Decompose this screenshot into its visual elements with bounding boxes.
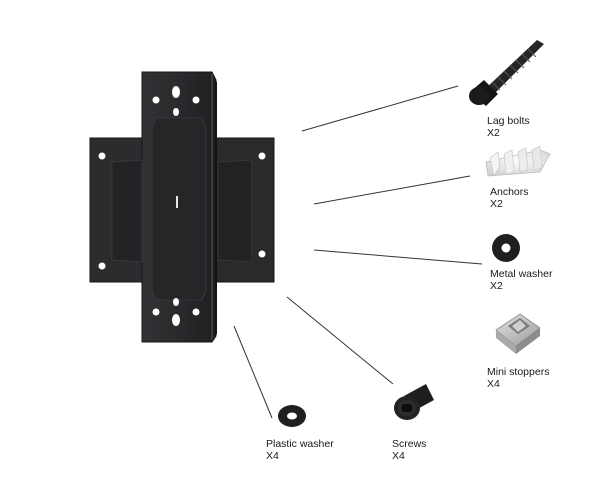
part-name: Screws	[392, 438, 427, 450]
part-name: Lag bolts	[487, 115, 530, 127]
label-metal-washer: Metal washer X2	[490, 268, 552, 292]
screw-icon	[394, 384, 434, 420]
part-qty: X4	[487, 378, 500, 390]
label-anchors: Anchors X2	[490, 186, 529, 210]
label-screws: Screws X4	[392, 438, 426, 462]
part-name: Mini stoppers	[487, 366, 550, 378]
label-lag-bolts: Lag bolts X2	[487, 115, 530, 139]
label-mini-stoppers: Mini stoppers X4	[487, 366, 549, 390]
label-plastic-washer: Plastic washer X4	[266, 438, 334, 462]
metal-washer-icon	[492, 234, 520, 262]
part-qty: X2	[490, 280, 503, 292]
leader-lines	[233, 85, 483, 419]
part-qty: X4	[266, 450, 279, 462]
part-qty: X2	[490, 198, 503, 210]
anchor-icon	[485, 145, 551, 177]
leader-line-anchors	[313, 175, 471, 205]
part-qty: X4	[392, 450, 405, 462]
plastic-washer-icon	[278, 405, 306, 427]
part-qty: X2	[487, 127, 500, 139]
part-name: Anchors	[490, 186, 529, 198]
leader-line-lag-bolts	[301, 85, 459, 132]
mini-stopper-icon	[495, 313, 541, 354]
leader-line-metal-washer	[313, 249, 483, 265]
part-name: Plastic washer	[266, 438, 334, 450]
part-name: Metal washer	[490, 268, 553, 280]
leader-line-plastic-washer	[233, 325, 273, 419]
leader-line-screws	[286, 296, 394, 385]
lag-bolt-icon	[469, 40, 544, 106]
wall-bracket	[89, 71, 275, 343]
